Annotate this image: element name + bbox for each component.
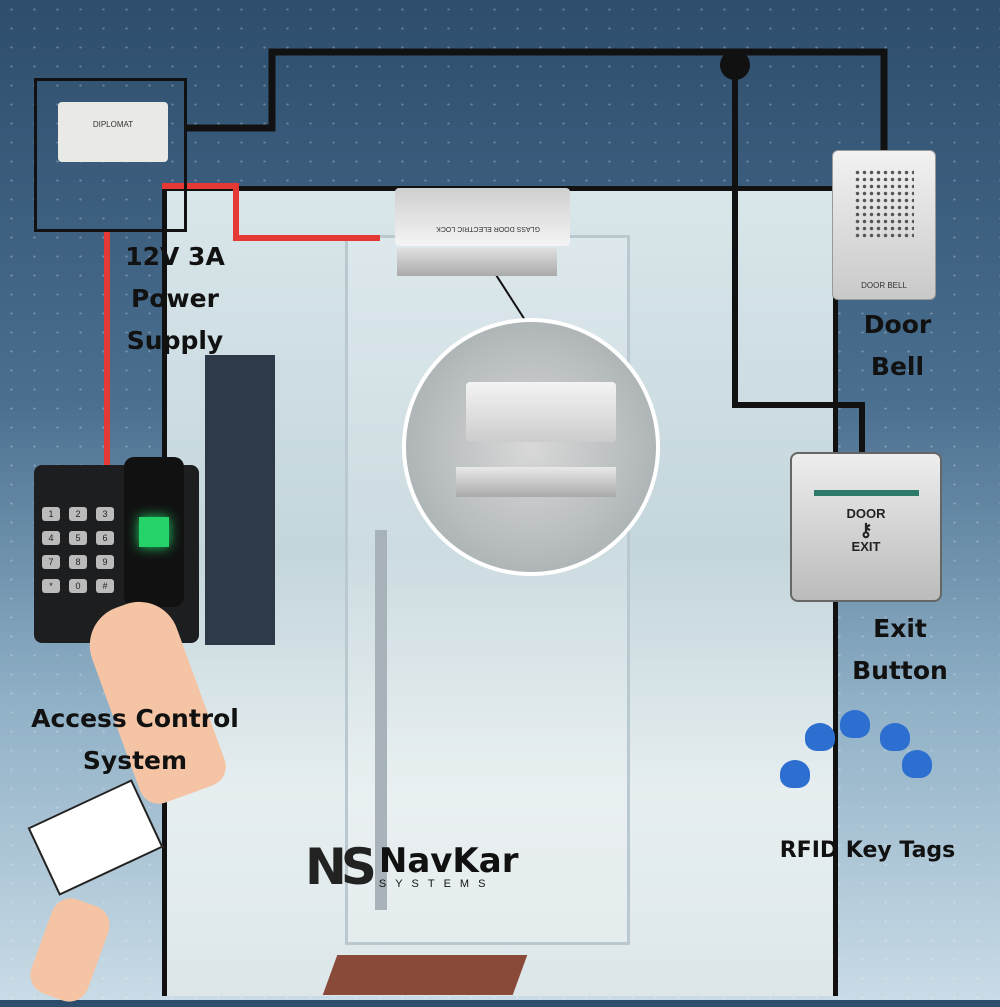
keypad-key[interactable]: 3 bbox=[96, 507, 114, 521]
keypad-key[interactable]: 4 bbox=[42, 531, 60, 545]
keypad-key[interactable]: 6 bbox=[96, 531, 114, 545]
exit-button-device[interactable]: DOOR ⚷ EXIT bbox=[790, 452, 942, 602]
bell-text: DOOR BELL bbox=[861, 281, 907, 290]
electric-lock: GLASS DOOR ELECTRIC LOCK bbox=[395, 188, 570, 246]
rfid-tag-icon bbox=[805, 723, 835, 751]
keypad-key[interactable]: 0 bbox=[69, 579, 87, 593]
fingerprint-scanner bbox=[124, 457, 184, 607]
label-line: Button bbox=[852, 656, 948, 685]
exit-button-label: Exit Button bbox=[840, 608, 960, 692]
rfid-label: RFID Key Tags bbox=[779, 838, 956, 863]
door-handle bbox=[375, 530, 387, 910]
label-line: Power bbox=[131, 284, 219, 313]
door-bell-label: Door Bell bbox=[845, 304, 950, 388]
logo-subtitle: SYSTEMS bbox=[378, 878, 495, 890]
keypad-key[interactable]: 7 bbox=[42, 555, 60, 569]
key-icon: ⚷ bbox=[859, 520, 873, 540]
lock-zoom-inset bbox=[402, 318, 660, 576]
strike-closeup bbox=[456, 467, 616, 497]
psu-brand: DIPLOMAT bbox=[92, 120, 134, 129]
logo-mark: NS bbox=[305, 838, 377, 896]
interior-wall bbox=[205, 355, 275, 645]
label-line: Bell bbox=[870, 352, 925, 381]
rfid-tag-icon bbox=[880, 723, 910, 751]
wire-power-lock bbox=[162, 183, 380, 241]
keypad-key[interactable]: * bbox=[42, 579, 60, 593]
keypad-key[interactable]: # bbox=[96, 579, 114, 593]
exit-top-text: DOOR bbox=[846, 506, 886, 521]
power-supply-label: 12V 3A Power Supply bbox=[105, 236, 245, 362]
power-supply-box bbox=[34, 78, 187, 232]
lock-text: GLASS DOOR ELECTRIC LOCK bbox=[436, 225, 540, 232]
label-line: 12V 3A bbox=[125, 242, 225, 271]
fingerprint-sensor-icon bbox=[139, 517, 169, 547]
keypad-key[interactable]: 5 bbox=[69, 531, 87, 545]
navkar-logo: NS NavKar SYSTEMS bbox=[305, 838, 518, 896]
wire-signal-top bbox=[186, 48, 888, 150]
access-control-label: Access Control System bbox=[20, 698, 250, 782]
label-line: Door bbox=[863, 310, 932, 339]
doormat bbox=[322, 955, 528, 995]
label-line: System bbox=[82, 746, 188, 775]
logo-name: NavKar bbox=[378, 841, 519, 881]
label-line: Supply bbox=[126, 326, 224, 355]
keypad-key[interactable]: 8 bbox=[69, 555, 87, 569]
lock-strike-plate bbox=[397, 248, 557, 276]
label-line: Access Control bbox=[31, 704, 239, 733]
speaker-grille-icon bbox=[854, 169, 914, 239]
exit-bottom-text: EXIT bbox=[851, 539, 881, 554]
lock-closeup bbox=[466, 382, 616, 442]
rfid-tag-icon bbox=[780, 760, 810, 788]
indicator-strip bbox=[813, 490, 919, 496]
rfid-tags bbox=[780, 705, 940, 800]
rfid-tag-icon bbox=[902, 750, 932, 778]
rfid-tag-icon bbox=[840, 710, 870, 738]
door-bell-device: DOOR BELL bbox=[832, 150, 936, 300]
keypad-key[interactable]: 2 bbox=[69, 507, 87, 521]
label-line: Exit bbox=[873, 614, 927, 643]
keypad-key[interactable]: 9 bbox=[96, 555, 114, 569]
power-supply-device: DIPLOMAT bbox=[58, 102, 168, 162]
wire-signal-exit bbox=[732, 65, 865, 452]
keypad-key[interactable]: 1 bbox=[42, 507, 60, 521]
